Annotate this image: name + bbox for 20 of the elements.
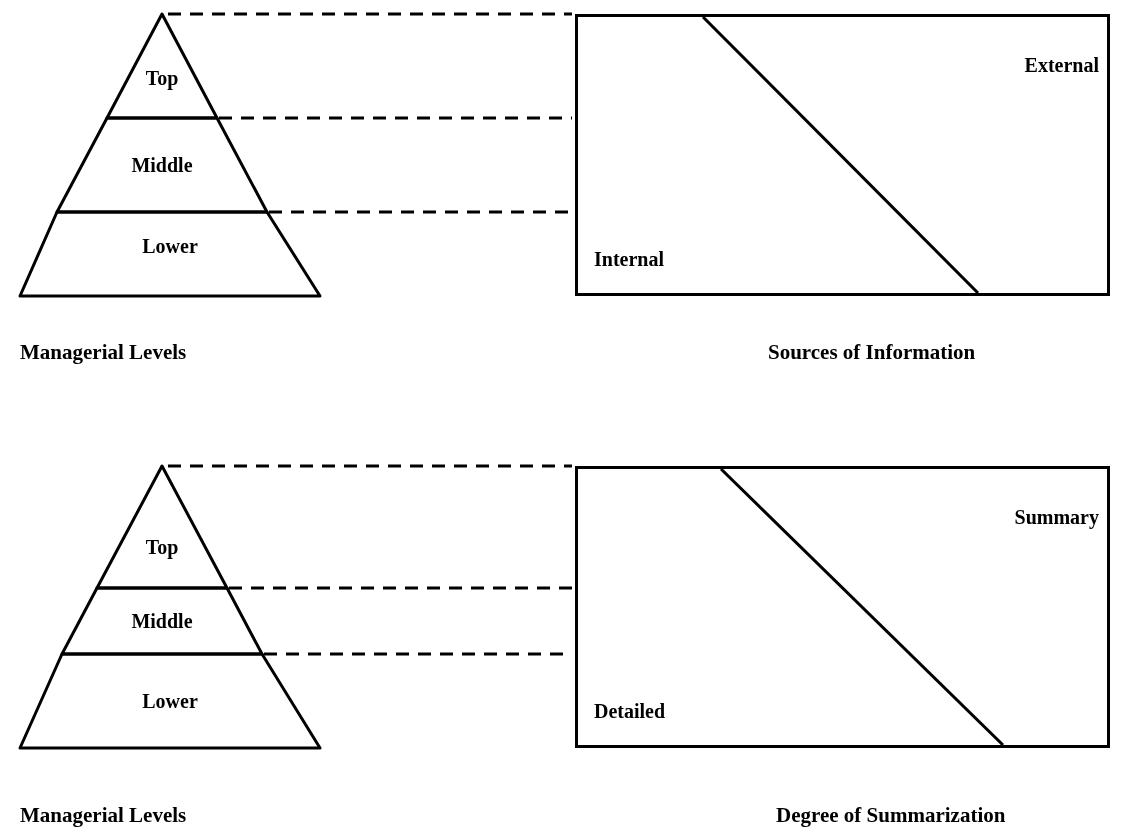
level-label: Middle	[131, 155, 193, 175]
caption: Managerial Levels	[20, 342, 187, 363]
level-label: Top	[145, 536, 179, 557]
dashed-guide-line	[168, 12, 572, 16]
info-rectangle	[575, 14, 1110, 296]
level-label: Top	[145, 68, 179, 89]
dashed-guide-line	[168, 464, 572, 468]
caption: Degree of Summarization	[776, 805, 1006, 826]
caption: Managerial Levels	[20, 805, 187, 826]
region-label: Internal	[594, 249, 664, 269]
dashed-guide-line	[219, 116, 572, 120]
level-label: Lower	[142, 235, 198, 256]
caption: Sources of Information	[768, 342, 976, 363]
level-label: Middle	[131, 611, 193, 631]
region-label: Summary	[1014, 507, 1099, 527]
info-rectangle	[575, 466, 1110, 748]
region-label: Detailed	[594, 701, 666, 721]
region-label: External	[1024, 55, 1099, 75]
level-label: Lower	[142, 691, 198, 711]
dashed-guide-line	[229, 586, 572, 590]
